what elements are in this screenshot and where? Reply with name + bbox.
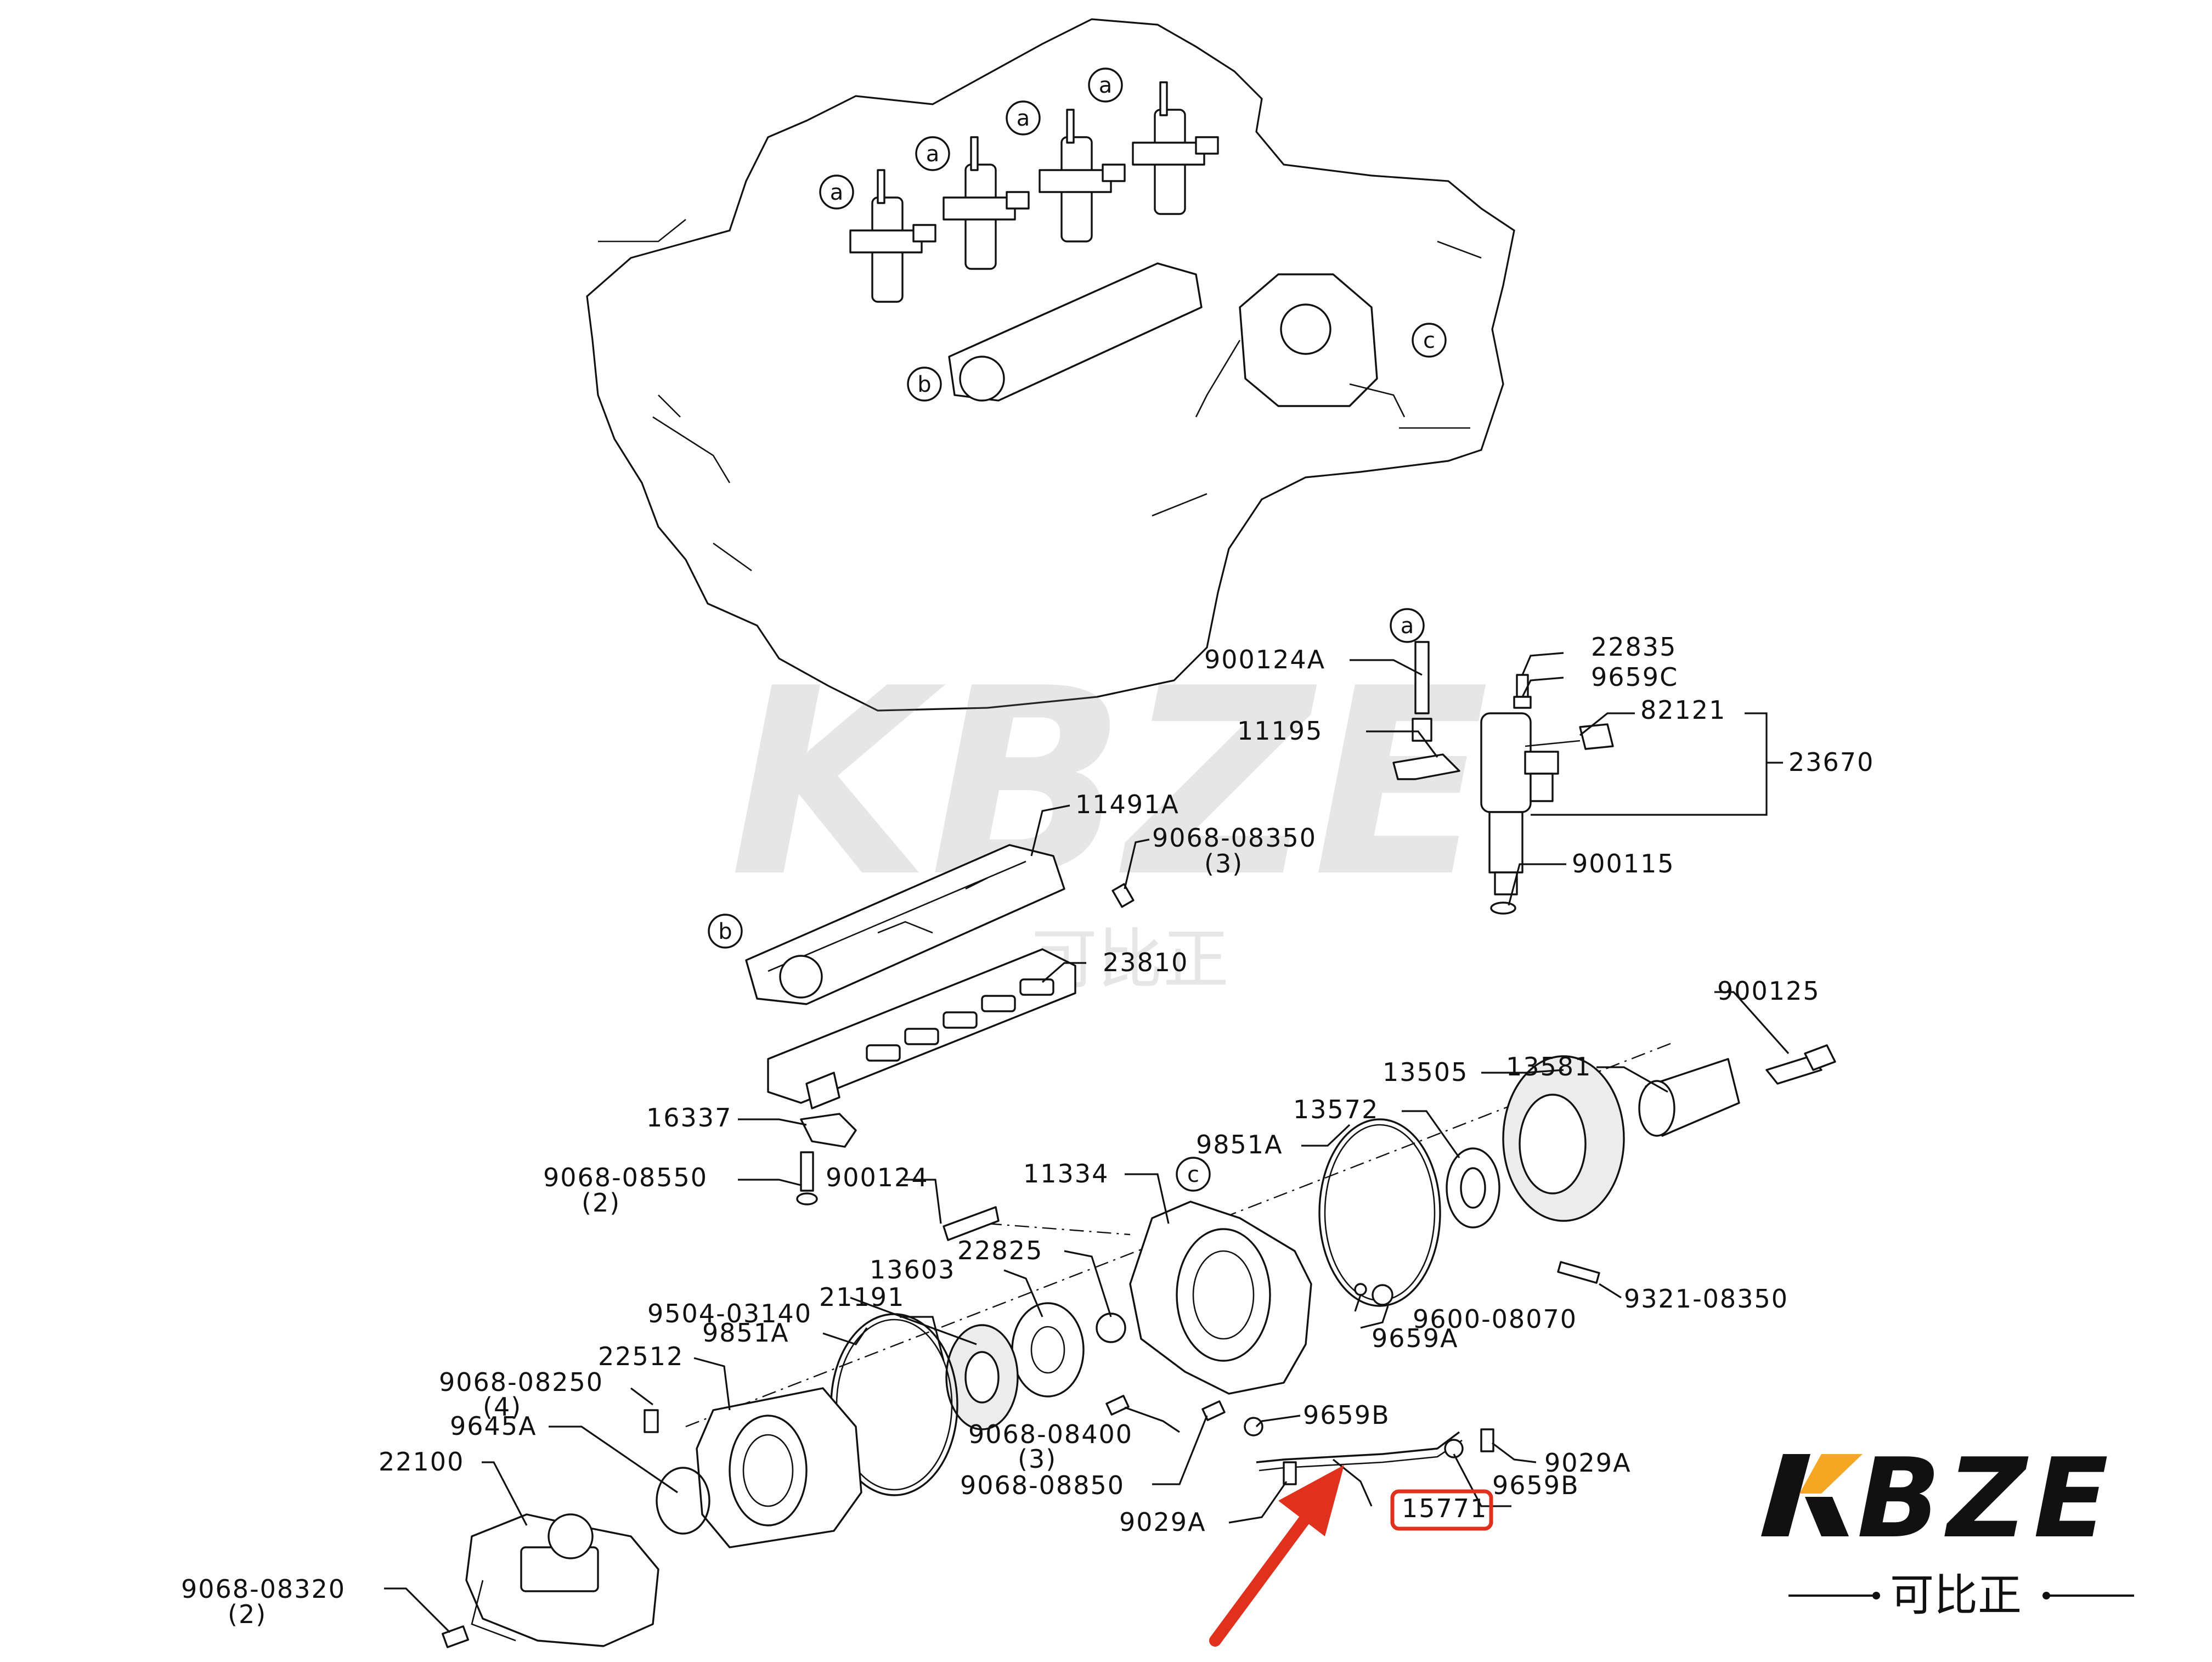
highlight-box (1390, 1489, 1493, 1531)
svg-text:b: b (917, 372, 931, 397)
detail-c-pump: c (442, 1041, 1836, 1648)
label-16337: 16337 (646, 1103, 732, 1133)
svg-text:a: a (926, 142, 940, 167)
label-9068-08400: 9068-08400 (968, 1419, 1133, 1449)
logo-bze: BZE (1857, 1435, 2115, 1563)
callout-a-4: a (1088, 67, 1123, 103)
label-9029A-right: 9029A (1544, 1448, 1632, 1478)
label-9659B-lower: 9659B (1492, 1471, 1579, 1500)
label-900124: 900124 (826, 1163, 929, 1192)
callout-a-1: a (819, 174, 854, 210)
label-11195: 11195 (1237, 716, 1323, 746)
label-9645A: 9645A (450, 1411, 537, 1441)
label-9068-08550: 9068-08550 (543, 1163, 708, 1192)
svg-text:b: b (718, 919, 732, 944)
label-23670: 23670 (1788, 747, 1874, 777)
label-9851A-bottom: 9851A (702, 1318, 789, 1348)
label-9659A: 9659A (1372, 1323, 1459, 1353)
leader-lines (384, 652, 1790, 1633)
label-900125: 900125 (1717, 976, 1820, 1006)
label-13603: 13603 (870, 1255, 955, 1284)
label-9068-08250: 9068-08250 (439, 1367, 603, 1397)
label-22512: 22512 (598, 1342, 684, 1371)
callout-a-3: a (1006, 100, 1041, 136)
logo-k-leg (1805, 1497, 1849, 1536)
svg-text:a: a (1099, 73, 1113, 98)
svg-text:c: c (1187, 1162, 1199, 1187)
callout-a-2: a (915, 136, 950, 171)
logo-k-stem (1761, 1454, 1810, 1536)
label-9659B-upper: 9659B (1303, 1400, 1390, 1430)
label-9068-08320: 9068-08320 (181, 1574, 346, 1604)
label-900124A: 900124A (1204, 645, 1325, 674)
highlight-arrow-head (1278, 1465, 1344, 1536)
detail-b-rail: b (708, 844, 1135, 1205)
callout-a-detail: a (1390, 608, 1425, 643)
label-900115: 900115 (1572, 849, 1675, 878)
label-9068-08350-qty: (3) (1204, 849, 1243, 878)
highlight-arrow-shaft (1209, 1508, 1314, 1647)
label-9600-08070: 9600-08070 (1413, 1304, 1577, 1334)
label-22825: 22825 (957, 1236, 1043, 1265)
callout-c-detail: c (1176, 1157, 1211, 1192)
label-13581: 13581 (1506, 1052, 1592, 1081)
svg-text:a: a (1401, 613, 1414, 639)
label-9068-08850: 9068-08850 (960, 1471, 1125, 1500)
engine-callouts: a a a a b c (819, 67, 1447, 402)
svg-text:c: c (1423, 328, 1435, 353)
callout-b-detail: b (708, 914, 743, 949)
label-9068-08550-qty: (2) (582, 1188, 620, 1218)
svg-text:a: a (830, 180, 844, 205)
label-11491A: 11491A (1075, 790, 1180, 819)
engine-injectors (849, 81, 1219, 303)
label-9029A-lower: 9029A (1119, 1507, 1206, 1537)
logo-chinese: 可比正 (1890, 1570, 2022, 1621)
label-15771: 15771 (1402, 1494, 1487, 1523)
label-9068-08320-qty: (2) (228, 1599, 267, 1629)
label-23810: 23810 (1103, 948, 1188, 977)
svg-text:KBZE: KBZE (730, 633, 1489, 933)
engine-rail-and-pump (948, 262, 1406, 418)
detail-a-injector: a (1390, 608, 1614, 915)
callout-c-engine: c (1412, 323, 1447, 358)
label-9068-08250-qty: (4) (483, 1392, 522, 1422)
label-9659C: 9659C (1591, 662, 1678, 692)
engine-block-outline (586, 18, 1515, 712)
label-13505: 13505 (1383, 1057, 1468, 1087)
label-11334: 11334 (1023, 1159, 1109, 1188)
label-21191: 21191 (819, 1282, 905, 1312)
callout-b-engine: b (907, 367, 942, 402)
label-9504-03140: 9504-03140 (647, 1299, 812, 1328)
label-9068-08400-qty: (3) (1018, 1444, 1057, 1474)
svg-text:a: a (1017, 106, 1030, 131)
label-22835: 22835 (1591, 632, 1677, 662)
kbze-logo: BZE 可比正 (1761, 1435, 2134, 1621)
highlight-15771 (1209, 1465, 1493, 1647)
label-9321-08350: 9321-08350 (1624, 1284, 1788, 1314)
label-9851A-top: 9851A (1196, 1130, 1283, 1159)
label-13572: 13572 (1293, 1095, 1379, 1124)
label-22100: 22100 (379, 1447, 464, 1477)
logo-k-accent (1799, 1454, 1863, 1494)
label-9068-08350: 9068-08350 (1152, 823, 1317, 853)
part-labels: 900124A 22835 9659C 82121 11195 23670 90… (181, 632, 1874, 1629)
label-82121: 82121 (1640, 695, 1726, 725)
